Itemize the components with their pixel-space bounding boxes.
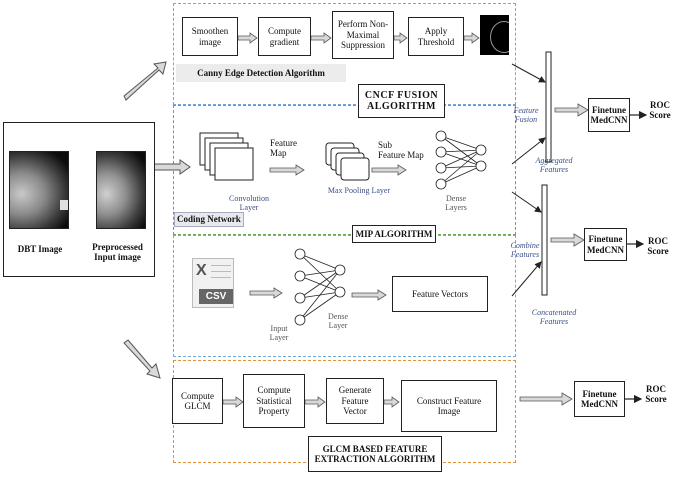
conv-to-pool-arrow <box>269 164 305 176</box>
preprocessed-image <box>96 151 146 229</box>
glcm-title: GLCM BASED FEATURE EXTRACTION ALGORITHM <box>308 436 442 472</box>
glcm-arrow-1 <box>222 396 244 408</box>
mip-region <box>173 235 516 357</box>
glcm-to-finetune-arrow <box>519 392 573 406</box>
preprocessed-label: Preprocessed Input image <box>92 242 143 263</box>
dense-to-vectors-arrow <box>351 289 387 301</box>
glcm-step-compute: Compute GLCM <box>172 378 223 424</box>
feature-fusion-label: Feature Fusion <box>513 106 539 125</box>
pool-to-dense-arrow <box>371 164 407 176</box>
glcm-arrow-2 <box>304 396 326 408</box>
mip-title: MIP ALGORITHM <box>352 225 436 243</box>
mip-dense-network <box>294 248 346 326</box>
canny-arrow-4 <box>463 32 480 44</box>
csv-to-input-arrow <box>249 287 283 299</box>
combine-features-label: Combine Features <box>510 241 540 260</box>
roc-score-2: ROC Score <box>647 236 669 257</box>
canny-region <box>173 3 516 105</box>
roc-score-3: ROC Score <box>645 384 667 405</box>
cncf-title: CNCF FUSION ALGORITHM <box>358 84 445 118</box>
coding-network-label: Coding Network <box>174 212 244 227</box>
input-to-cncf-arrow <box>151 159 191 175</box>
input-to-canny-arrow <box>123 61 167 101</box>
feature-map-label: Feature Map <box>270 138 297 159</box>
dbt-label: DBT Image <box>17 244 63 254</box>
dense-layers-label: Dense Layers <box>445 194 467 213</box>
max-pooling-label: Max Pooling Layer <box>327 186 391 195</box>
feature-vectors-box: Feature Vectors <box>392 276 488 312</box>
finetune-medcnn-3: Finetune MedCNN <box>574 381 625 417</box>
fusion-top-to-finetune-arrow <box>554 103 589 117</box>
coding-dense-network <box>435 130 487 190</box>
canny-to-fusion-line <box>511 63 546 83</box>
canny-arrow-1 <box>237 32 258 44</box>
csv-icon: X CSV <box>192 258 234 308</box>
glcm-step-construct: Construct Feature Image <box>401 380 497 432</box>
mip-to-combine-line <box>511 261 542 297</box>
dense-layer-label: Dense Layer <box>328 312 348 331</box>
convolution-layer-label: Convolution Layer <box>228 194 269 213</box>
canny-step-nms: Perform Non- Maximal Suppression <box>332 11 394 59</box>
roc-score-1: ROC Score <box>649 100 671 121</box>
canny-arrow-2 <box>310 32 332 44</box>
aggregated-features-label: Aggregated Features <box>535 156 573 175</box>
finetune-medcnn-2: Finetune MedCNN <box>584 228 627 261</box>
concatenated-features-label: Concatenated Features <box>531 308 577 327</box>
glcm-step-statistical: Compute Statistical Property <box>243 374 305 428</box>
cncf-to-fusion-line <box>511 137 546 165</box>
input-layer-label: Input Layer <box>269 324 289 343</box>
max-pooling-stack <box>325 142 370 181</box>
canny-arrow-3 <box>393 32 408 44</box>
convolution-layer-stack <box>199 132 254 181</box>
glcm-arrow-3 <box>383 396 400 408</box>
dbt-image-marker <box>60 200 68 210</box>
input-to-glcm-arrow <box>123 339 161 379</box>
canny-title: Canny Edge Detection Algorithm <box>176 64 346 82</box>
sub-feature-map-label: Sub Feature Map <box>378 140 424 161</box>
canny-step-gradient: Compute gradient <box>258 17 311 56</box>
glcm-step-generate: Generate Feature Vector <box>326 378 384 424</box>
canny-step-smoothen: Smoothen image <box>182 17 238 56</box>
csv-badge: CSV <box>199 289 233 304</box>
canny-step-threshold: Apply Threshold <box>408 17 464 56</box>
fusion-bottom-to-finetune-arrow <box>550 233 585 247</box>
fusion-bar-top <box>545 51 552 163</box>
dbt-image <box>9 151 69 229</box>
fusion-bar-bottom <box>541 184 548 296</box>
cncf-to-combine-line <box>511 191 542 213</box>
edge-image <box>480 15 509 55</box>
finetune-medcnn-1: Finetune MedCNN <box>588 98 630 132</box>
